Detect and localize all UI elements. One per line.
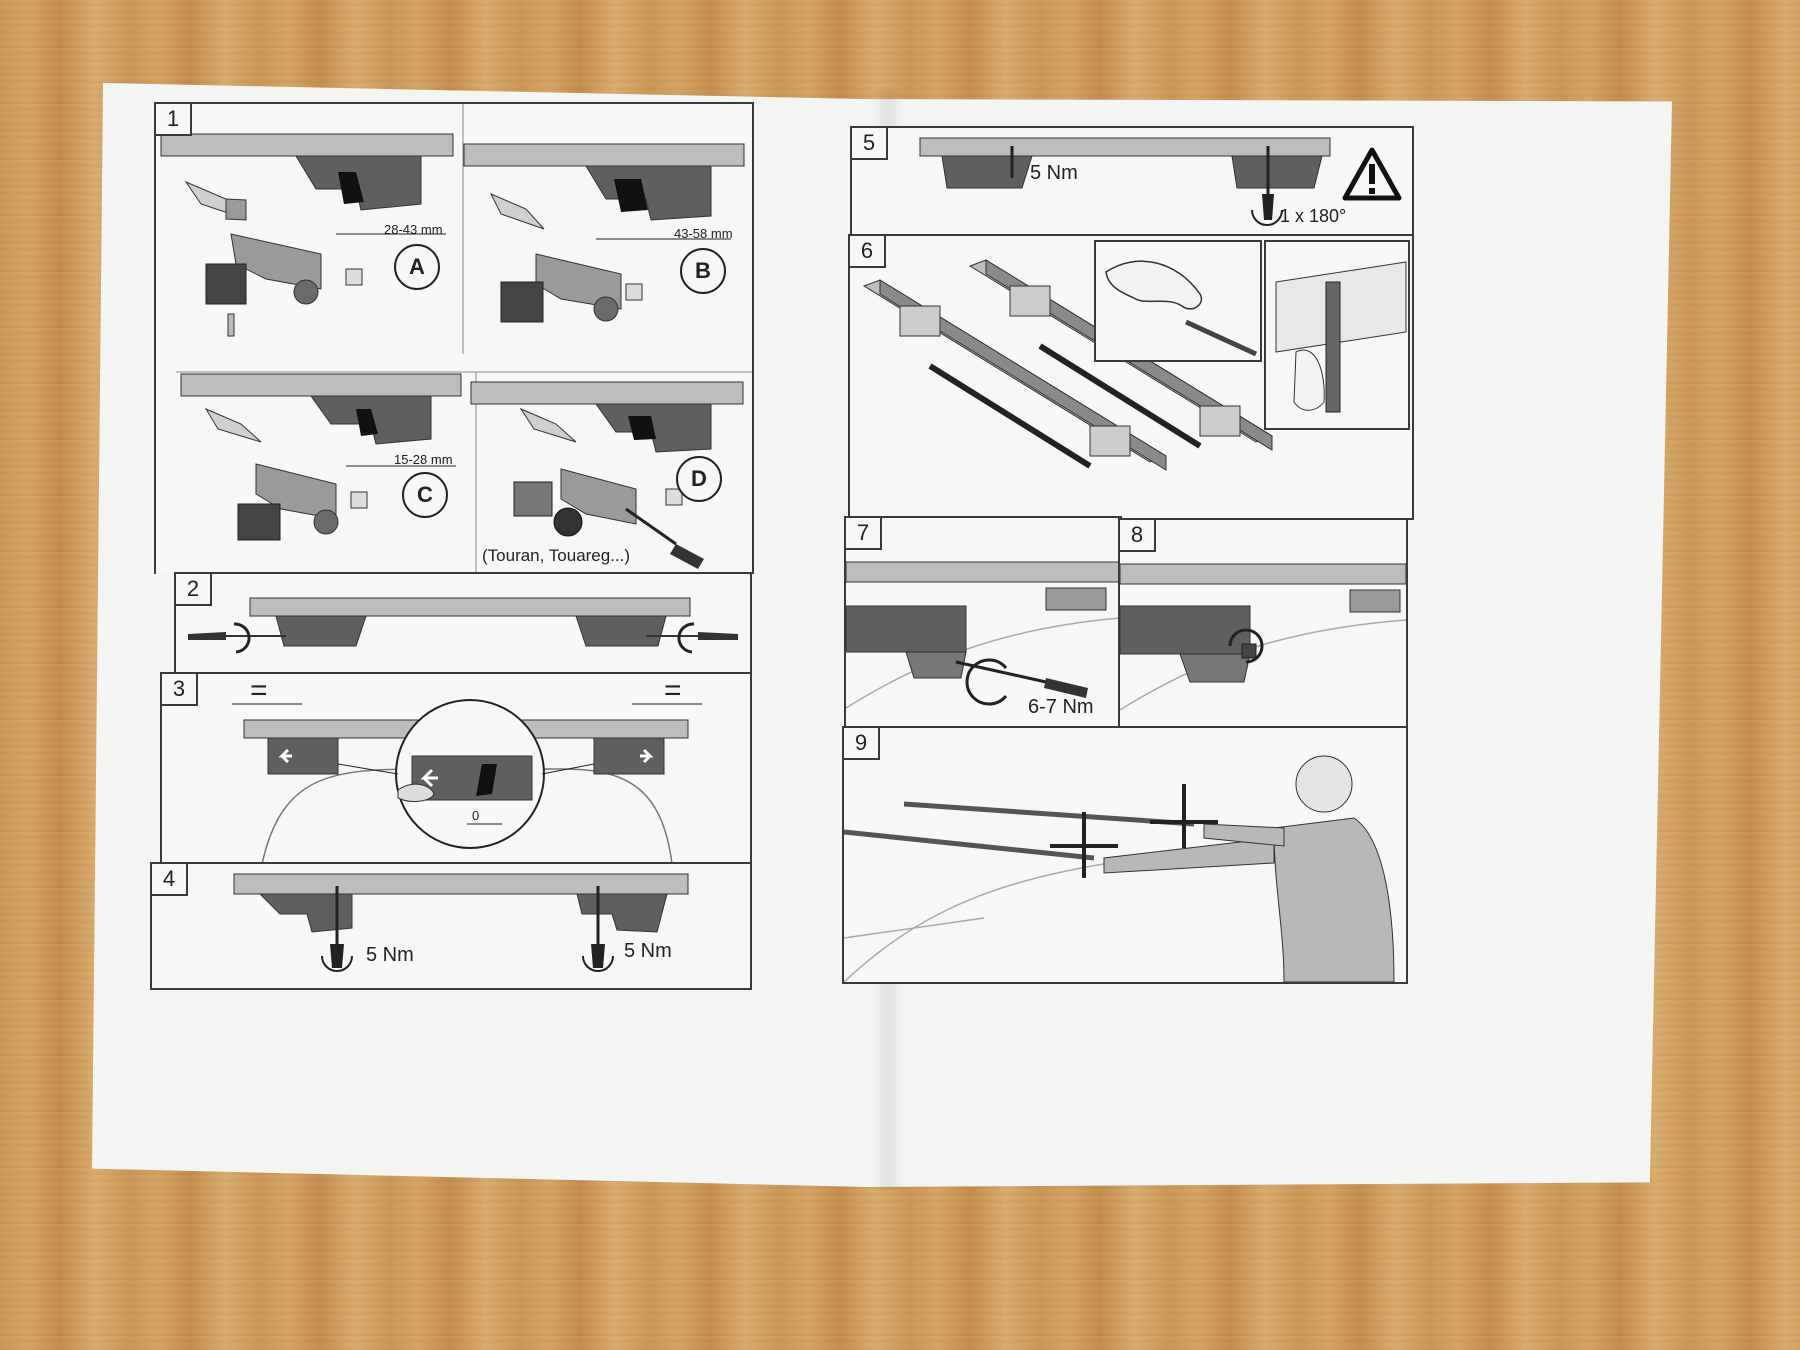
torque-label: 6-7 Nm [1028, 696, 1094, 718]
torque-label: 5 Nm [1030, 162, 1078, 184]
zero-gap-label: 0 [472, 808, 480, 823]
step-4-illustration [233, 873, 689, 972]
step-6-panel: 6 [848, 234, 1414, 520]
step-number: 1 [156, 104, 192, 136]
step-number: 5 [852, 128, 888, 160]
variant-b-badge: B [680, 248, 726, 294]
dimension-label-a: 28-43 mm [384, 222, 443, 237]
rotation-label: 1 x 180° [1280, 206, 1347, 226]
step-number: 3 [162, 674, 198, 706]
step-5-illustration [919, 137, 1331, 226]
step-1-panel: 1 [154, 102, 754, 574]
dimension-label-b: 43-58 mm [674, 226, 733, 241]
step-number: 9 [844, 728, 880, 760]
vehicle-note: (Touran, Touareg...) [482, 546, 631, 565]
variant-c-badge: C [402, 472, 448, 518]
equal-mark-left: = [250, 674, 268, 707]
step-number: 2 [176, 574, 212, 606]
torque-label-left: 5 Nm [366, 944, 414, 966]
step-number: 6 [850, 236, 886, 268]
step-1-illustration [160, 104, 752, 574]
step-7-illustration [846, 561, 1120, 709]
dimension-label-c: 15-28 mm [394, 452, 453, 467]
equal-mark-right: = [664, 674, 682, 707]
step-8-panel: 8 [1118, 518, 1408, 732]
warning-triangle-icon [1342, 147, 1402, 201]
step-9-illustration [844, 755, 1395, 982]
step-2-illustration [188, 597, 738, 654]
step-2-panel: 2 [174, 572, 752, 676]
cutting-detail [1275, 261, 1407, 413]
step-3-panel: 3 = = 0 [160, 672, 752, 866]
step-5-panel: 5 5 Nm 1 x 180° [850, 126, 1414, 238]
step-8-illustration [1120, 563, 1406, 711]
step-3-illustration [232, 699, 702, 864]
step-number: 7 [846, 518, 882, 550]
step-number: 8 [1120, 520, 1156, 552]
variant-a-badge: A [394, 244, 440, 290]
step-number: 4 [152, 864, 188, 896]
person-icon [1103, 755, 1395, 982]
step-7-panel: 7 6-7 Nm [844, 516, 1122, 730]
step-4-panel: 4 5 Nm 5 Nm [150, 862, 752, 990]
step-9-panel: 9 [842, 726, 1408, 984]
detail-inset-cut [1264, 240, 1410, 430]
torque-label-right: 5 Nm [624, 940, 672, 962]
hand-icon [1105, 260, 1258, 357]
detail-inset-hand [1094, 240, 1262, 362]
variant-d-badge: D [676, 456, 722, 502]
